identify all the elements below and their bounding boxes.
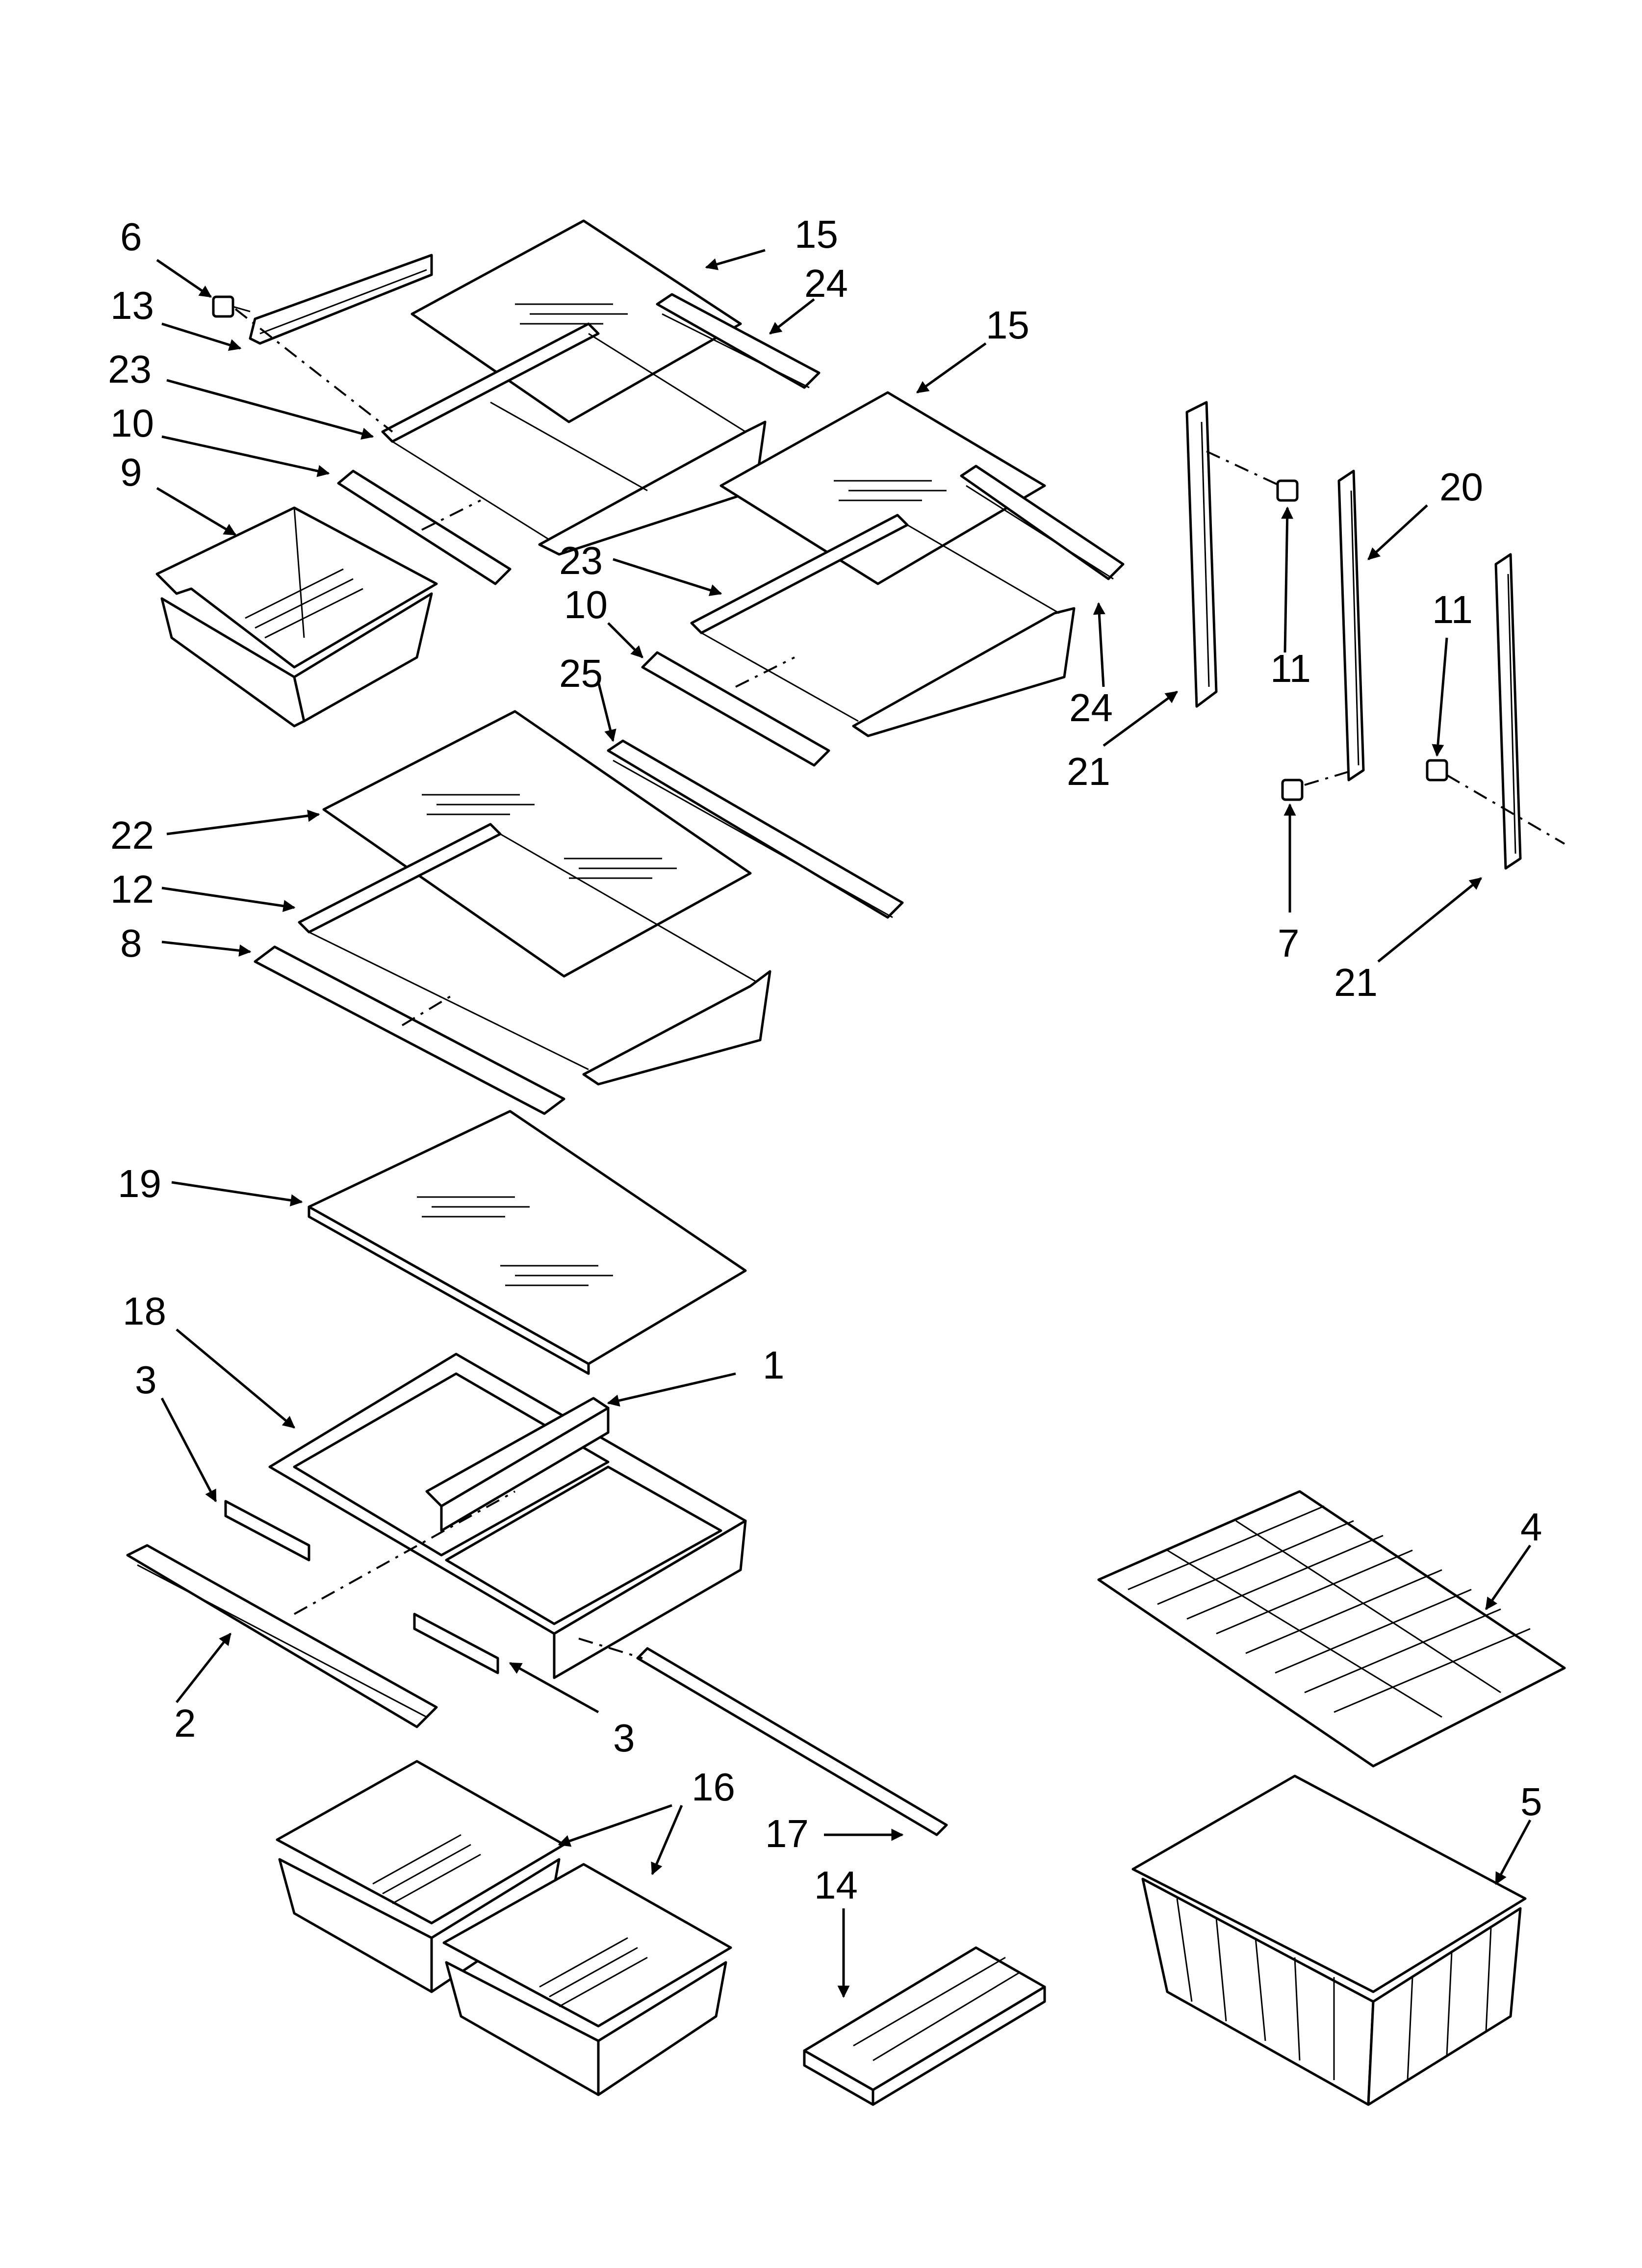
callout-4: 4 xyxy=(1520,1505,1542,1549)
left-bracket xyxy=(224,1500,310,1562)
callout-23-upper: 23 xyxy=(108,347,152,391)
callout-3-left: 3 xyxy=(135,1358,157,1402)
crisper-cover-glass xyxy=(308,1110,747,1375)
upper-left-glass-shelf xyxy=(410,219,742,423)
lower-shelf-rear-trim xyxy=(607,739,904,919)
top-rail-screw xyxy=(1276,479,1299,502)
callout-11-right: 11 xyxy=(1432,588,1473,631)
callout-3-right: 3 xyxy=(613,1716,635,1760)
callout-23-middle: 23 xyxy=(559,539,603,582)
callout-21-upper: 21 xyxy=(1067,750,1110,793)
callout-9: 9 xyxy=(120,450,142,494)
wire-basket xyxy=(1131,1774,1527,2106)
upper-left-shelf-front-trim xyxy=(337,469,512,585)
callout-24-upper: 24 xyxy=(804,261,848,305)
left-vertical-rail xyxy=(1185,401,1218,708)
middle-shelf-front-trim xyxy=(641,651,830,767)
right-rail-screw xyxy=(1426,759,1448,782)
lower-glass-shelf xyxy=(322,710,752,978)
callout-16: 16 xyxy=(692,1765,735,1809)
right-crisper-drawer xyxy=(442,1863,732,2096)
upper-left-screw xyxy=(212,295,251,318)
middle-vertical-rail xyxy=(1337,469,1365,782)
callout-18: 18 xyxy=(123,1289,166,1333)
small-crisper-drawer xyxy=(155,506,438,728)
callout-24-middle: 24 xyxy=(1069,686,1113,730)
right-vertical-rail xyxy=(1494,553,1522,870)
lower-rail-screw xyxy=(1281,779,1304,801)
crisper-frame xyxy=(268,1353,747,1679)
middle-shelf-rear-trim xyxy=(960,465,1125,580)
callout-8: 8 xyxy=(120,921,142,965)
ice-cube-tray xyxy=(803,1946,1046,2106)
crisper-divider-rail xyxy=(425,1397,610,1532)
callout-2: 2 xyxy=(174,1701,196,1745)
right-bracket xyxy=(413,1613,499,1674)
lower-shelf-frame xyxy=(298,823,771,1086)
callout-12: 12 xyxy=(110,867,154,911)
middle-glass-shelf xyxy=(719,391,1046,585)
callout-22: 22 xyxy=(110,813,154,857)
callout-7: 7 xyxy=(1278,921,1300,965)
callout-25: 25 xyxy=(559,652,603,695)
rear-rod xyxy=(636,1647,948,1836)
callout-21-lower: 21 xyxy=(1334,961,1378,1004)
callout-6: 6 xyxy=(120,215,142,259)
upper-left-shelf-frame xyxy=(381,322,767,556)
callout-14: 14 xyxy=(814,1863,858,1907)
callout-10-upper: 10 xyxy=(110,401,154,445)
wire-shelf xyxy=(1097,1490,1566,1768)
callout-20: 20 xyxy=(1439,465,1483,509)
middle-shelf-frame xyxy=(690,514,1076,737)
leader-lines xyxy=(156,249,1532,1998)
callout-labels: 15 24 6 13 23 10 9 15 23 10 25 24 21 22 … xyxy=(108,212,1542,1907)
callout-17: 17 xyxy=(765,1812,809,1855)
callout-15-upper: 15 xyxy=(795,212,838,256)
callout-5: 5 xyxy=(1520,1780,1542,1824)
front-trim xyxy=(126,1544,438,1728)
callout-13: 13 xyxy=(110,284,154,327)
callout-10-middle: 10 xyxy=(564,583,608,626)
lower-shelf-front-trim xyxy=(254,945,565,1115)
callout-15-middle: 15 xyxy=(986,303,1029,347)
callout-1: 1 xyxy=(763,1343,785,1387)
upper-left-side-rail xyxy=(249,254,433,345)
upper-left-shelf-trim xyxy=(656,293,821,389)
callout-11-left: 11 xyxy=(1270,647,1311,690)
callout-19: 19 xyxy=(118,1162,161,1205)
